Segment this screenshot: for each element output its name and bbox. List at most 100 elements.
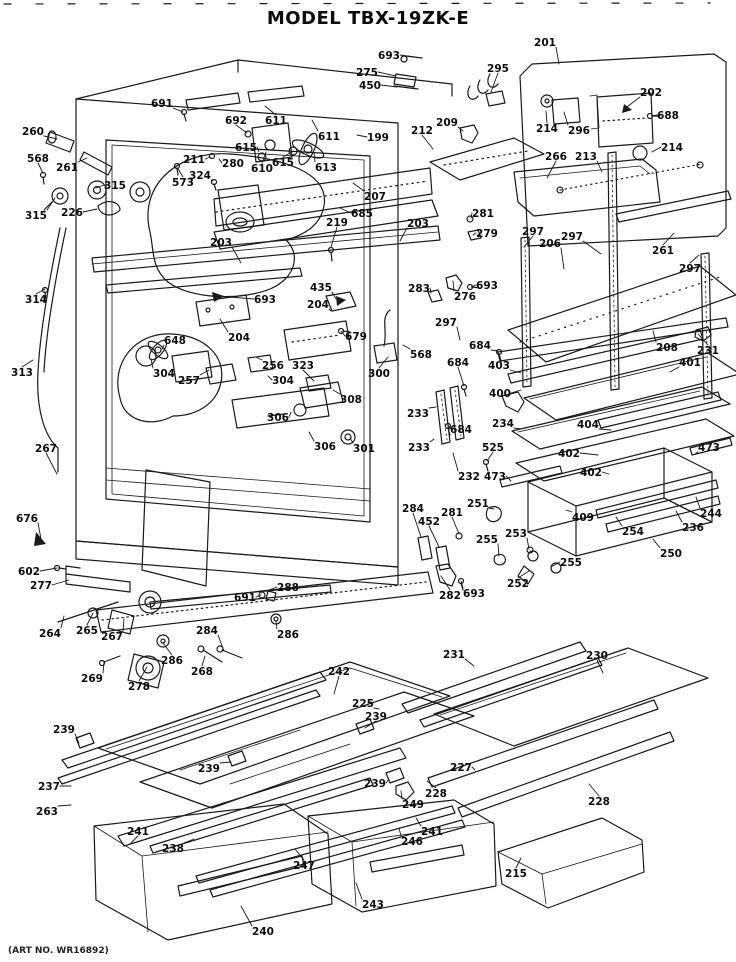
line-art-shape <box>61 671 327 769</box>
part-label-212: 212 <box>411 125 433 137</box>
defrost-heater <box>559 163 703 191</box>
line-art-shape <box>105 467 371 502</box>
part-label-275: 275 <box>356 67 378 79</box>
part-label-267: 267 <box>35 443 57 455</box>
leader-line <box>373 707 380 710</box>
line-art-shape <box>497 817 645 909</box>
leader-line <box>400 790 403 800</box>
line-art-shape <box>213 167 433 227</box>
line-art-shape <box>517 565 535 585</box>
part-label-324: 324 <box>189 170 211 182</box>
part-label-253: 253 <box>505 528 527 540</box>
tray-slats <box>443 150 529 166</box>
part-label-242: 242 <box>328 666 350 678</box>
line-art-shape <box>95 571 434 633</box>
leader-line <box>651 146 662 153</box>
leader-line <box>219 318 229 333</box>
line-art-shape <box>460 582 464 591</box>
line-art-shape <box>611 154 616 388</box>
line-art-shape <box>299 381 344 409</box>
leader-line <box>288 411 292 418</box>
leader-line <box>510 389 522 394</box>
line-art-shape <box>75 540 399 586</box>
leader-line <box>275 620 278 630</box>
part-label-286: 286 <box>277 629 299 641</box>
leader-line <box>428 525 440 548</box>
part-label-276: 276 <box>454 291 476 303</box>
line-art-shape <box>467 73 499 100</box>
line-art-shape <box>519 53 727 247</box>
part-label-238: 238 <box>162 843 184 855</box>
leader-line <box>217 634 225 652</box>
line-art-shape <box>139 691 475 809</box>
leader-line <box>21 359 34 368</box>
part-label-685: 685 <box>351 208 373 220</box>
part-label-255: 255 <box>476 534 498 546</box>
line-art-shape <box>307 815 495 907</box>
leader-line <box>77 157 88 163</box>
part-label-241: 241 <box>127 826 149 838</box>
leader-line <box>333 675 340 695</box>
part-label-250: 250 <box>660 548 682 560</box>
part-label-215: 215 <box>505 868 527 880</box>
line-art-shape <box>209 819 466 898</box>
leader-line <box>60 615 65 629</box>
part-label-693: 693 <box>476 280 498 292</box>
part-label-201: 201 <box>534 37 556 49</box>
leader-line <box>448 425 451 430</box>
part-label-525: 525 <box>482 442 504 454</box>
line-art-shape <box>471 286 481 289</box>
leader-line <box>377 71 397 77</box>
line-art-shape <box>445 274 463 292</box>
line-art-shape <box>91 231 439 265</box>
leader-line <box>231 246 242 264</box>
line-art-shape <box>135 345 157 367</box>
part-label-611: 611 <box>318 131 340 143</box>
fan-blade <box>291 132 325 166</box>
leader-line <box>45 452 58 475</box>
line-art-shape <box>439 652 627 716</box>
part-label-244: 244 <box>700 508 722 520</box>
part-label-254: 254 <box>622 526 644 538</box>
line-art-shape <box>463 388 467 397</box>
line-art-shape <box>107 609 135 635</box>
line-art-shape <box>527 481 577 557</box>
leader-line <box>355 882 363 900</box>
leader-line <box>130 835 139 844</box>
leader-line <box>526 537 530 550</box>
line-art-shape <box>589 94 600 130</box>
leader-line <box>452 280 455 292</box>
leader-line <box>183 838 195 844</box>
line-art-shape <box>507 329 704 384</box>
line-art-shape <box>183 113 187 122</box>
line-art-shape <box>232 217 248 227</box>
line-art-shape <box>605 495 721 533</box>
leader-line <box>452 452 459 472</box>
leader-line <box>349 437 354 444</box>
line-art-shape <box>694 326 712 342</box>
leader-line <box>517 570 530 579</box>
leader-line <box>488 507 495 510</box>
part-label-301: 301 <box>353 443 375 455</box>
leader-line <box>95 184 105 189</box>
leader-line <box>399 227 408 242</box>
line-art-shape <box>105 667 443 750</box>
part-label-692: 692 <box>225 115 247 127</box>
part-label-234: 234 <box>492 418 514 430</box>
part-label-684: 684 <box>469 340 491 352</box>
leader-line <box>669 366 680 373</box>
line-art-shape <box>117 333 223 423</box>
line-art-shape <box>213 183 217 191</box>
line-art-shape <box>427 289 443 303</box>
part-label-297: 297 <box>435 317 457 329</box>
part-label-297: 297 <box>522 226 544 238</box>
line-art-shape <box>43 227 67 373</box>
right-shelves-group <box>417 215 736 591</box>
leader-line <box>161 344 165 350</box>
part-label-281: 281 <box>441 507 463 519</box>
part-label-691: 691 <box>234 592 256 604</box>
line-art-shape <box>607 151 620 391</box>
part-label-402: 402 <box>580 467 602 479</box>
part-label-233: 233 <box>408 442 430 454</box>
leader-line <box>486 451 494 462</box>
